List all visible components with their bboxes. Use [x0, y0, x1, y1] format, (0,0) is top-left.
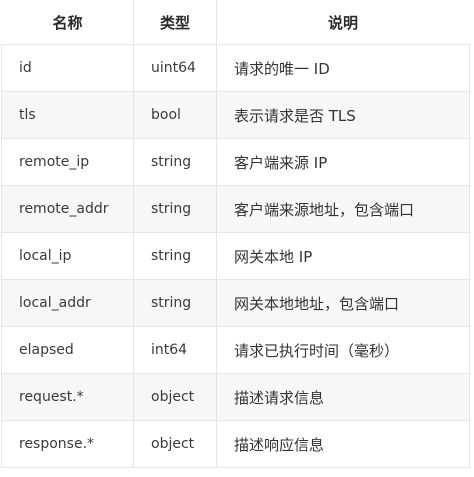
- cell-name: tls: [1, 91, 134, 139]
- cell-name: request.*: [1, 373, 134, 421]
- table-row: remote_ip string 客户端来源 IP: [1, 138, 470, 186]
- cell-type: object: [133, 373, 217, 421]
- header-type: 类型: [133, 0, 217, 45]
- header-row: 名称 类型 说明: [1, 0, 470, 45]
- cell-name: elapsed: [1, 326, 134, 374]
- cell-name: local_ip: [1, 232, 134, 280]
- header-name: 名称: [1, 0, 134, 45]
- cell-name: local_addr: [1, 279, 134, 327]
- cell-description: 网关本地地址，包含端口: [216, 279, 470, 327]
- cell-description: 网关本地 IP: [216, 232, 470, 280]
- cell-type: string: [133, 232, 217, 280]
- cell-type: string: [133, 279, 217, 327]
- cell-type: string: [133, 138, 217, 186]
- cell-description: 请求已执行时间（毫秒）: [216, 326, 470, 374]
- table-row: tls bool 表示请求是否 TLS: [1, 91, 470, 139]
- cell-type: string: [133, 185, 217, 233]
- table-row: local_ip string 网关本地 IP: [1, 232, 470, 280]
- cell-name: response.*: [1, 420, 134, 468]
- cell-description: 表示请求是否 TLS: [216, 91, 470, 139]
- cell-type: uint64: [133, 44, 217, 92]
- table-body: id uint64 请求的唯一 ID tls bool 表示请求是否 TLS r…: [1, 44, 470, 468]
- cell-type: object: [133, 420, 217, 468]
- table-row: remote_addr string 客户端来源地址，包含端口: [1, 185, 470, 233]
- cell-type: bool: [133, 91, 217, 139]
- field-table: 名称 类型 说明 id uint64 请求的唯一 ID tls bool 表示请…: [1, 0, 470, 468]
- table-row: local_addr string 网关本地地址，包含端口: [1, 279, 470, 327]
- cell-description: 客户端来源 IP: [216, 138, 470, 186]
- cell-description: 客户端来源地址，包含端口: [216, 185, 470, 233]
- cell-description: 描述响应信息: [216, 420, 470, 468]
- cell-name: id: [1, 44, 134, 92]
- cell-name: remote_ip: [1, 138, 134, 186]
- cell-name: remote_addr: [1, 185, 134, 233]
- header-description: 说明: [216, 0, 470, 45]
- table-header: 名称 类型 说明: [1, 0, 470, 45]
- cell-type: int64: [133, 326, 217, 374]
- table-row: request.* object 描述请求信息: [1, 373, 470, 421]
- table-row: response.* object 描述响应信息: [1, 420, 470, 468]
- table-row: id uint64 请求的唯一 ID: [1, 44, 470, 92]
- table-row: elapsed int64 请求已执行时间（毫秒）: [1, 326, 470, 374]
- cell-description: 描述请求信息: [216, 373, 470, 421]
- cell-description: 请求的唯一 ID: [216, 44, 470, 92]
